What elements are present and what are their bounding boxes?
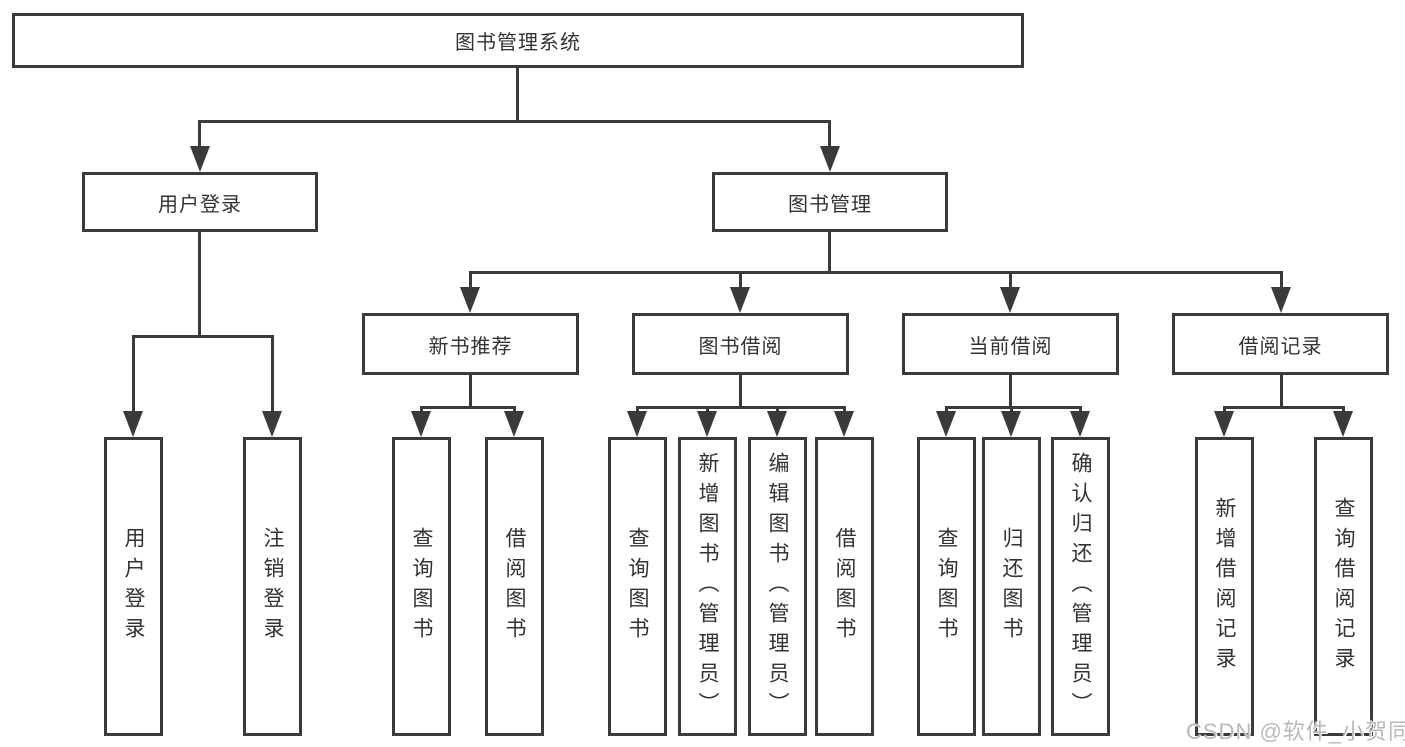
watermark: CSDN @软件_小贺同学: [1186, 719, 1405, 744]
connector-drop-books: [828, 120, 831, 150]
connector-borrow-stub: [739, 373, 742, 409]
leaf-add-books-admin: 新增图书（管理员）: [678, 437, 737, 736]
arrowhead-down: [820, 146, 840, 172]
arrowhead-down: [504, 411, 524, 437]
node-label: 确认归还（管理员）: [1069, 451, 1092, 722]
connector-login-stub: [198, 230, 201, 338]
connector-drop-records: [1280, 271, 1283, 291]
connector-drop-recommend: [469, 271, 472, 291]
leaf-user-login: 用户登录: [104, 437, 163, 736]
connector-records-bar: [1223, 406, 1345, 409]
node-label: 查询图书: [935, 526, 958, 647]
connector-drop-borrow: [739, 271, 742, 291]
connector-recommend-bar: [420, 406, 516, 409]
arrowhead-down: [697, 411, 717, 437]
connector-borrow-bar: [636, 406, 846, 409]
arrowhead-down: [627, 411, 647, 437]
connector-login-bar: [132, 335, 274, 338]
arrowhead-down: [936, 411, 956, 437]
leaf-confirm-return-admin: 确认归还（管理员）: [1051, 437, 1110, 736]
arrowhead-down: [730, 287, 750, 313]
node-label: 用户登录: [122, 526, 145, 647]
node-label: 图书管理: [788, 193, 872, 216]
node-label: 新增借阅记录: [1213, 496, 1236, 677]
leaf-query-borrow-record: 查询借阅记录: [1314, 437, 1373, 736]
node-current-borrow: 当前借阅: [902, 313, 1119, 375]
node-label: 查询图书: [410, 526, 433, 647]
arrowhead-down: [834, 411, 854, 437]
arrowhead-down: [767, 411, 787, 437]
arrowhead-down: [262, 411, 282, 437]
leaf-query-books-borrow: 查询图书: [608, 437, 667, 736]
arrowhead-down: [411, 411, 431, 437]
node-label: 图书管理系统: [455, 32, 581, 54]
leaf-borrow-books-recommend: 借阅图书: [485, 437, 544, 736]
node-label: 借阅图书: [833, 526, 856, 647]
connector-drop-leaf: [132, 335, 135, 415]
connector-current-bar: [945, 406, 1082, 409]
node-label: 归还图书: [1000, 526, 1023, 647]
connector-drop-leaf: [271, 335, 274, 415]
node-label: 新增图书（管理员）: [696, 451, 719, 722]
arrowhead-down: [1000, 287, 1020, 313]
node-label: 当前借阅: [968, 335, 1053, 358]
node-label: 借阅图书: [503, 526, 526, 647]
connector-recommend-stub: [469, 373, 472, 409]
leaf-edit-books-admin: 编辑图书（管理员）: [748, 437, 807, 736]
leaf-query-books-recommend: 查询图书: [392, 437, 451, 736]
connector-books-stub: [828, 230, 831, 274]
node-label: 编辑图书（管理员）: [766, 451, 789, 722]
node-new-book-recommend: 新书推荐: [362, 313, 579, 375]
leaf-logout: 注销登录: [243, 437, 302, 736]
node-label: 用户登录: [158, 193, 242, 216]
connector-records-stub: [1280, 373, 1283, 409]
node-borrow-records: 借阅记录: [1172, 313, 1389, 375]
arrowhead-down: [190, 146, 210, 172]
node-label: 查询借阅记录: [1332, 496, 1355, 677]
connector-level3-bar: [469, 271, 1283, 274]
connector-drop-login: [198, 120, 201, 150]
leaf-add-borrow-record: 新增借阅记录: [1195, 437, 1254, 736]
node-label: 注销登录: [261, 526, 284, 647]
node-root-library-system: 图书管理系统: [12, 13, 1024, 68]
node-label: 图书借阅: [698, 335, 783, 358]
arrowhead-down: [460, 287, 480, 313]
arrowhead-down: [1001, 411, 1021, 437]
arrowhead-down: [123, 411, 143, 437]
arrowhead-down: [1214, 411, 1234, 437]
node-book-management: 图书管理: [712, 172, 948, 232]
connector-level2-bar: [198, 120, 831, 123]
leaf-query-books-current: 查询图书: [917, 437, 976, 736]
node-label: 查询图书: [626, 526, 649, 647]
node-book-borrow: 图书借阅: [632, 313, 849, 375]
node-label: 借阅记录: [1238, 335, 1323, 358]
arrowhead-down: [1333, 411, 1353, 437]
connector-drop-current: [1009, 271, 1012, 291]
node-user-login: 用户登录: [82, 172, 318, 232]
arrowhead-down: [1070, 411, 1090, 437]
connector-root-stub: [516, 66, 519, 122]
leaf-return-books: 归还图书: [982, 437, 1041, 736]
connector-current-stub: [1009, 373, 1012, 409]
arrowhead-down: [1271, 287, 1291, 313]
leaf-borrow-books: 借阅图书: [815, 437, 874, 736]
node-label: 新书推荐: [428, 335, 513, 358]
